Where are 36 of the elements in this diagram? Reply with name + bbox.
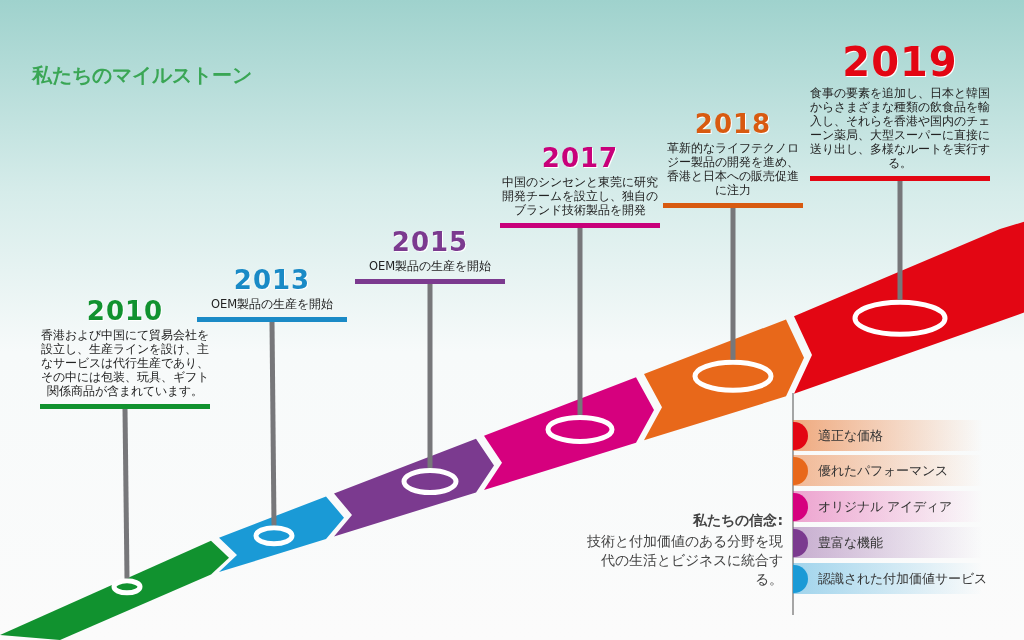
milestone-text: 食事の要素を追加し、日本と韓国からさまざまな種類の飲食品を輸入し、それらを香港や国内のチェーン薬局、大型スーパーに直接に送り出し、多様なルートを実行する。 <box>810 86 990 170</box>
belief-text: 豊富な機能 <box>818 533 883 552</box>
milestone-card <box>40 297 210 409</box>
belief-text: 認識された付加価値サービス <box>818 569 987 588</box>
pole-line <box>427 284 433 469</box>
ring-marker <box>545 414 615 444</box>
year-heading: 2010 <box>86 297 164 325</box>
belief-text: オリジナル アイディア <box>818 497 953 516</box>
year-heading: 2019 <box>842 41 958 83</box>
belief-heading: 私たちの信念: <box>692 511 783 530</box>
ring-marker <box>401 468 459 496</box>
milestone-text: OEM製品の生産を開始 <box>209 297 335 311</box>
milestone-text: 香港および中国にて貿易会社を設立し、生産ラインを設け、主なサービスは代行生産であり、その中には包装、玩具、ギフト関係商品が含まれています。 <box>40 328 210 398</box>
ring-marker <box>111 578 143 596</box>
year-heading: 2018 <box>694 110 772 138</box>
belief-band <box>793 563 983 594</box>
milestone-card <box>197 266 347 322</box>
pole-line <box>897 181 903 300</box>
ring-marker <box>852 299 948 337</box>
pole-line <box>730 208 736 360</box>
year-heading: 2015 <box>391 228 469 256</box>
ring-marker <box>692 359 774 393</box>
milestone-card <box>663 110 803 208</box>
ring-marker <box>253 525 295 547</box>
milestone-text: 中国のシンセンと東莞に研究開発チームを設立し、独自のブランド技術製品を開発 <box>501 175 659 217</box>
belief-statement: 技術と付加価値のある分野を現代の生活とビジネスに統合する。 <box>586 532 783 589</box>
year-heading: 2013 <box>233 266 311 294</box>
milestone-card <box>355 228 505 284</box>
milestone-text: OEM製品の生産を開始 <box>367 259 493 273</box>
belief-text: 適正な価格 <box>818 426 883 445</box>
pole-line <box>577 228 583 415</box>
belief-text: 優れたパフォーマンス <box>818 461 948 480</box>
title: 私たちのマイルストーン <box>32 62 252 89</box>
milestone-text: 革新的なライフテクノロジー製品の開発を進め、香港と日本への販売促進に注力 <box>666 141 800 197</box>
milestone-card <box>500 144 660 228</box>
year-heading: 2017 <box>541 144 619 172</box>
